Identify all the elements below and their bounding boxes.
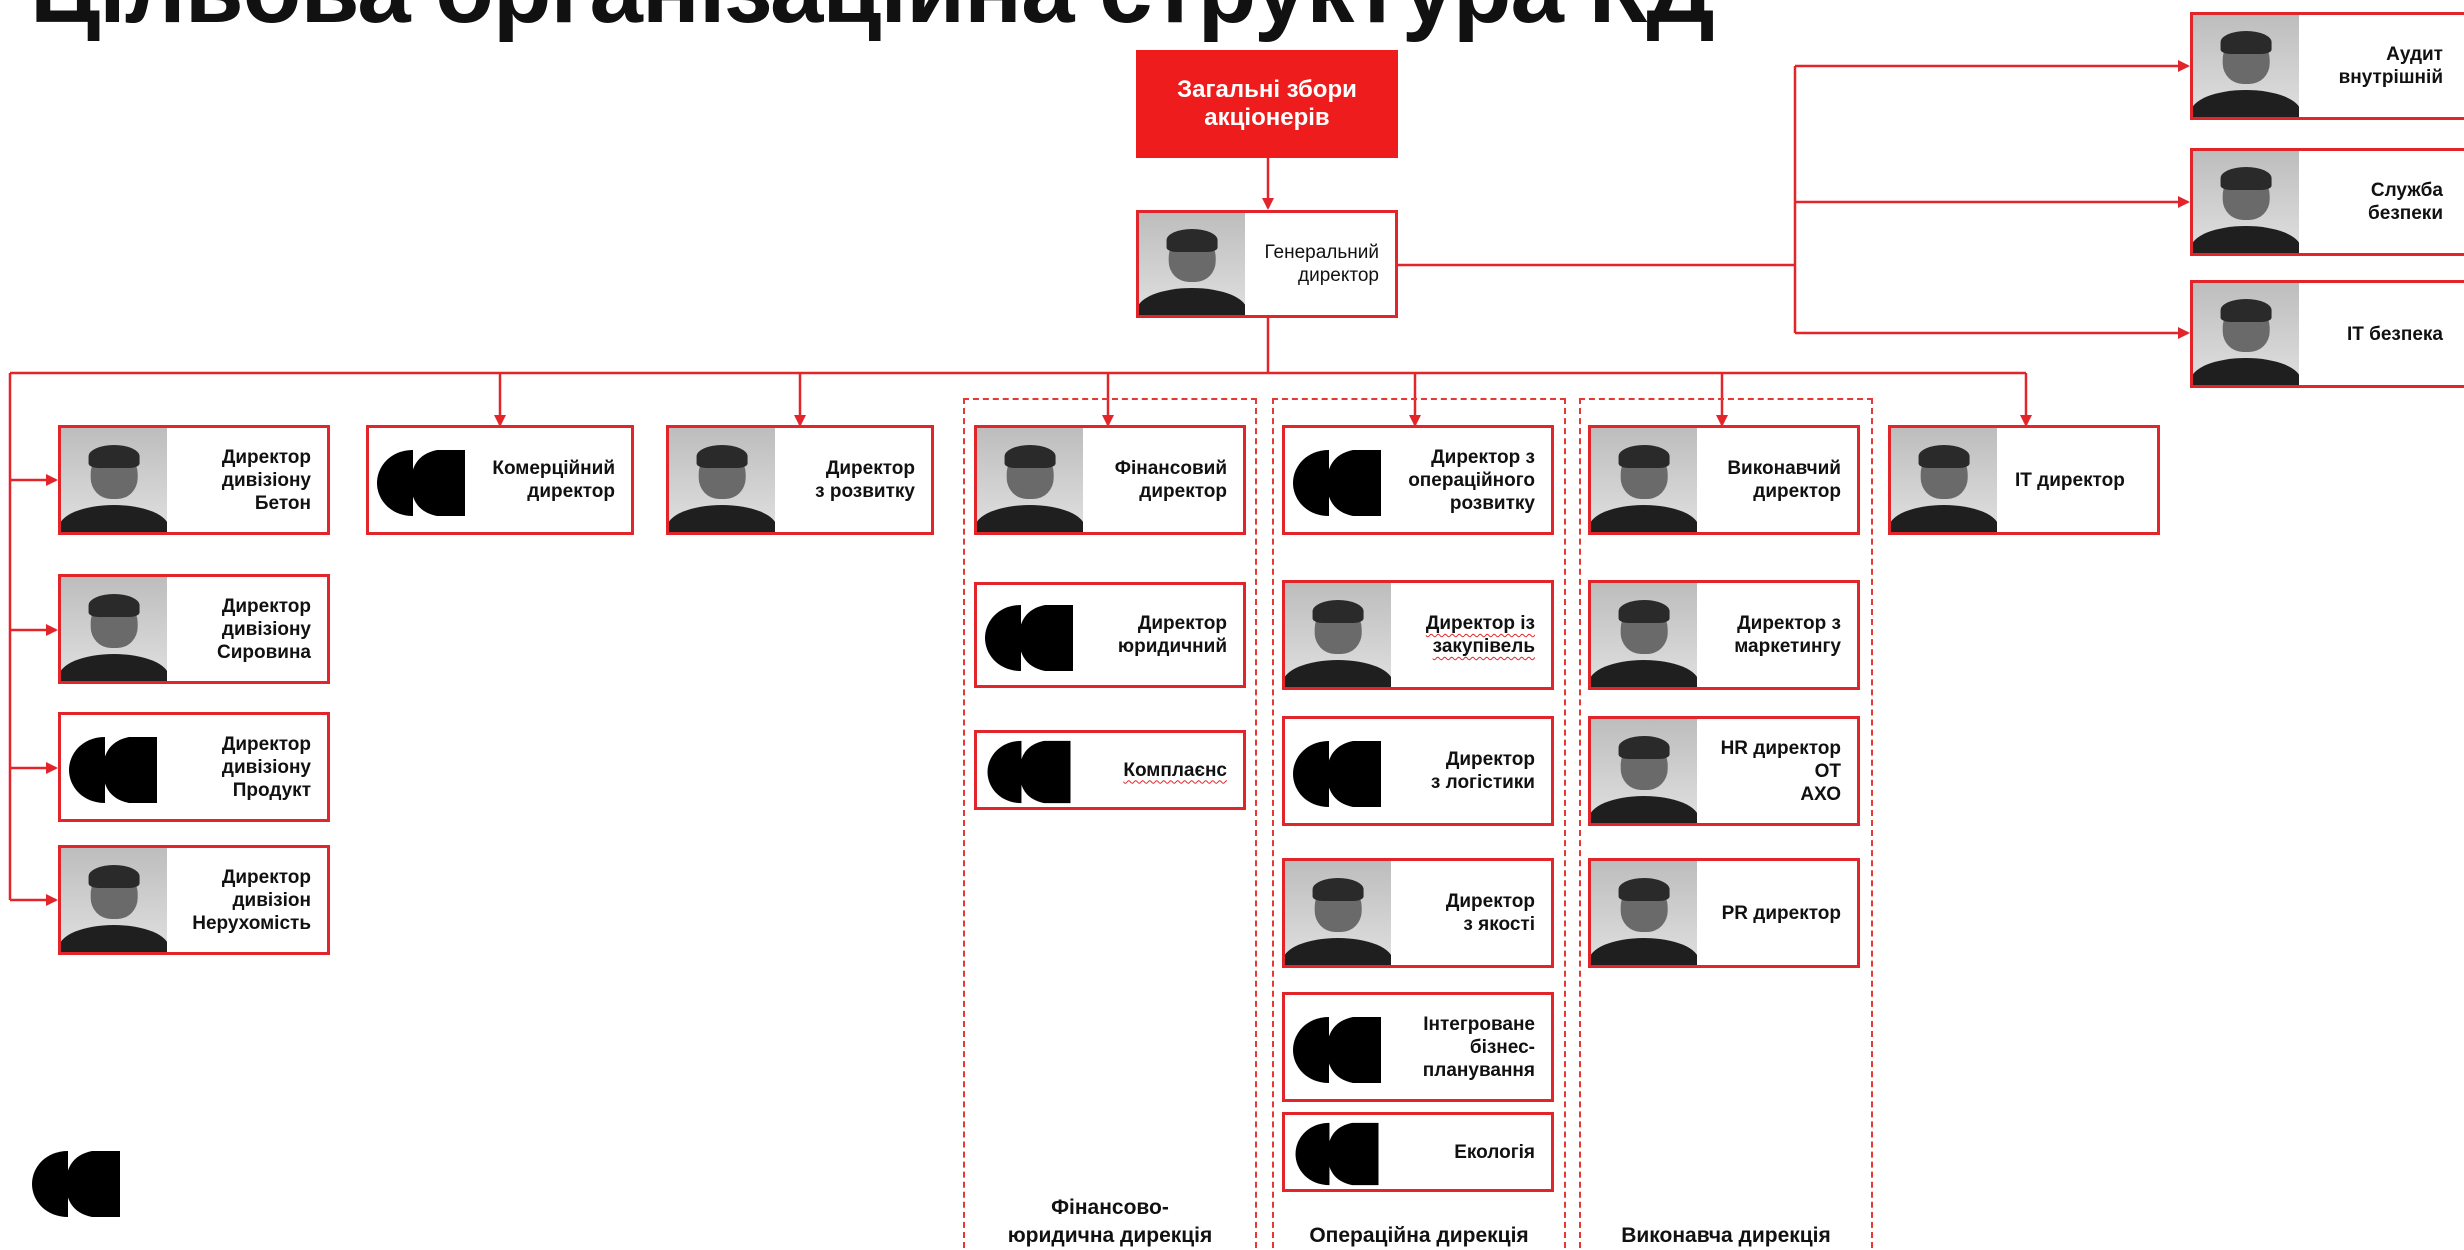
division-beton-photo <box>61 428 167 532</box>
company-logo-icon <box>1285 719 1391 823</box>
it-director-box: IT директор <box>1888 425 2160 535</box>
company-logo-icon <box>32 1151 120 1217</box>
commercial-director-label: Комерційний директор <box>492 458 615 502</box>
operations-directorate-group: Операційна дирекція <box>1272 398 1566 1248</box>
procurement-director-photo <box>1285 583 1391 687</box>
marketing-director-box: Директор з маркетингу <box>1588 580 1860 690</box>
commercial-director-box: Комерційний директор <box>366 425 634 535</box>
ecology-label: Екологія <box>1454 1141 1535 1163</box>
ceo-photo <box>1139 213 1245 315</box>
security-service-label: Служба безпеки <box>2368 180 2443 224</box>
operations-directorate-label: Операційна дирекція <box>1309 1224 1529 1247</box>
quality-director-box: Директор з якості <box>1282 858 1554 968</box>
division-nerukhomist-label: Директор дивізіон Нерухомість <box>192 866 311 934</box>
marketing-director-label: Директор з маркетингу <box>1734 613 1841 657</box>
executive-directorate-group: Виконавча дирекція <box>1579 398 1873 1248</box>
company-logo-icon <box>977 733 1083 807</box>
finance-directorate-group: Фінансово- юридична дирекція <box>963 398 1257 1248</box>
finance-directorate-label: Фінансово- юридична дирекція <box>1007 1196 1213 1247</box>
compliance-box: Комплаєнс <box>974 730 1246 810</box>
division-syrovyna-photo <box>61 577 167 681</box>
hr-director-label: HR директор ОТ АХО <box>1720 737 1841 805</box>
company-logo-icon <box>977 585 1083 685</box>
internal-audit-photo <box>2193 15 2299 117</box>
ecology-box: Екологія <box>1282 1112 1554 1192</box>
division-beton-label: Директор дивізіону Бетон <box>221 446 311 514</box>
ceo-label: Генеральний директор <box>1264 242 1379 286</box>
op-dev-director-label: Директор з операційного розвитку <box>1408 446 1535 514</box>
internal-audit-box: Аудит внутрішній <box>2190 12 2464 120</box>
cfo-label: Фінансовий директор <box>1114 458 1227 502</box>
security-service-photo <box>2193 151 2299 253</box>
procurement-director-box: Директор із закупівель <box>1282 580 1554 690</box>
cfo-photo <box>977 428 1083 532</box>
company-logo-icon <box>1285 428 1391 532</box>
op-dev-director-box: Директор з операційного розвитку <box>1282 425 1554 535</box>
it-director-photo <box>1891 428 1997 532</box>
procurement-director-label: Директор із закупівель <box>1425 613 1535 657</box>
division-beton-box: Директор дивізіону Бетон <box>58 425 330 535</box>
logistics-director-box: Директор з логістики <box>1282 716 1554 826</box>
it-security-box: IT безпека <box>2190 280 2464 388</box>
executive-director-photo <box>1591 428 1697 532</box>
legal-director-box: Директор юридичний <box>974 582 1246 688</box>
page-title: Цільова організаційна структура КД <box>30 0 1715 38</box>
executive-director-box: Виконавчий директор <box>1588 425 1860 535</box>
company-logo-icon <box>61 715 167 819</box>
division-syrovyna-label: Директор дивізіону Сировина <box>216 595 311 663</box>
ibp-box: Інтегроване бізнес- планування <box>1282 992 1554 1102</box>
quality-director-photo <box>1285 861 1391 965</box>
pr-director-label: PR директор <box>1721 902 1841 924</box>
pr-director-photo <box>1591 861 1697 965</box>
internal-audit-label: Аудит внутрішній <box>2338 44 2443 88</box>
it-security-label: IT безпека <box>2346 323 2443 345</box>
logistics-director-label: Директор з логістики <box>1430 749 1535 793</box>
quality-director-label: Директор з якості <box>1445 891 1535 935</box>
ceo-box: Генеральний директор <box>1136 210 1398 318</box>
legal-director-label: Директор юридичний <box>1117 613 1227 657</box>
hr-director-photo <box>1591 719 1697 823</box>
development-director-box: Директор з розвитку <box>666 425 934 535</box>
executive-director-label: Виконавчий директор <box>1727 458 1841 502</box>
marketing-director-photo <box>1591 583 1697 687</box>
compliance-label: Комплаєнс <box>1123 759 1227 781</box>
division-nerukhomist-box: Директор дивізіон Нерухомість <box>58 845 330 955</box>
company-logo-icon <box>369 428 475 532</box>
cfo-box: Фінансовий директор <box>974 425 1246 535</box>
executive-directorate-label: Виконавча дирекція <box>1621 1224 1831 1247</box>
security-service-box: Служба безпеки <box>2190 148 2464 256</box>
division-nerukhomist-photo <box>61 848 167 952</box>
company-logo-icon <box>1285 995 1391 1099</box>
development-director-photo <box>669 428 775 532</box>
hr-director-box: HR директор ОТ АХО <box>1588 716 1860 826</box>
division-produkt-label: Директор дивізіону Продукт <box>221 733 311 801</box>
ibp-label: Інтегроване бізнес- планування <box>1422 1013 1535 1081</box>
shareholders-meeting-box: Загальні збори акціонерів <box>1136 50 1398 158</box>
division-produkt-box: Директор дивізіону Продукт <box>58 712 330 822</box>
company-logo-icon <box>1285 1115 1391 1189</box>
pr-director-box: PR директор <box>1588 858 1860 968</box>
it-director-label: IT директор <box>2015 469 2125 491</box>
development-director-label: Директор з розвитку <box>815 458 915 502</box>
it-security-photo <box>2193 283 2299 385</box>
division-syrovyna-box: Директор дивізіону Сировина <box>58 574 330 684</box>
